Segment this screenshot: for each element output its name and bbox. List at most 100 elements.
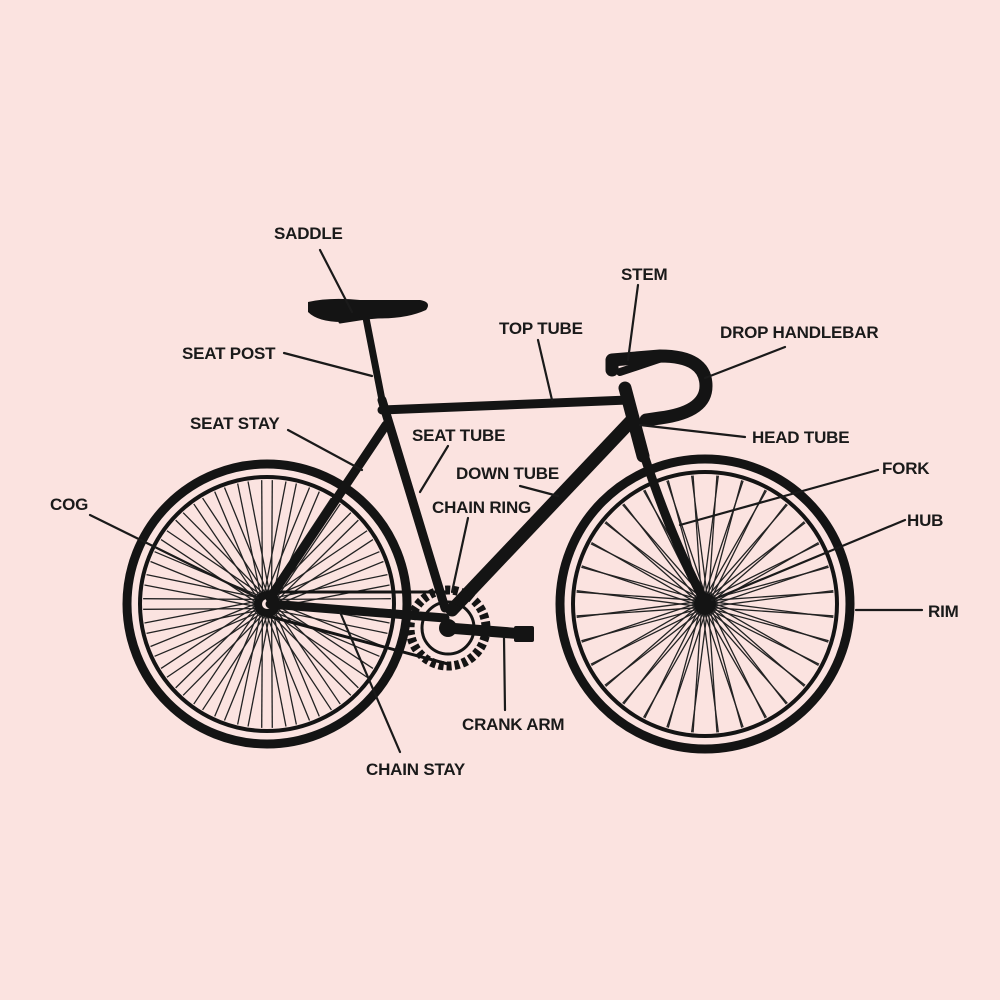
spoke	[261, 615, 264, 728]
label-chain-stay: CHAIN STAY	[366, 760, 466, 779]
label-chain-ring: CHAIN RING	[432, 498, 531, 517]
spoke	[275, 551, 380, 597]
saddle-shape	[308, 298, 428, 322]
leader-crank-arm	[502, 636, 507, 712]
rear-spokes	[143, 480, 391, 728]
spoke	[193, 610, 258, 705]
spoke	[202, 497, 266, 593]
spoke	[666, 480, 706, 595]
spoke	[711, 489, 766, 598]
spoke	[714, 607, 834, 617]
label-seat-stay: SEAT STAY	[190, 414, 280, 433]
spoke	[266, 615, 311, 721]
spoke	[266, 487, 311, 593]
spoke	[273, 483, 297, 595]
spoke	[237, 483, 261, 595]
spoke	[182, 512, 263, 594]
spoke	[270, 615, 273, 728]
spoke	[708, 475, 718, 595]
spoke	[223, 487, 268, 593]
rear-rim	[138, 475, 396, 733]
leader-down-tube	[518, 484, 560, 498]
spoke	[247, 615, 270, 727]
spoke	[166, 613, 261, 678]
seat-post	[362, 314, 386, 404]
leader-chain-stay	[338, 610, 402, 754]
leader-stem	[626, 283, 640, 362]
spoke	[214, 491, 260, 596]
spoke	[144, 601, 256, 624]
front-spokes	[576, 475, 834, 733]
spoke	[146, 610, 258, 634]
spoke	[714, 590, 834, 607]
label-drop-handlebar: DROP HANDLEBAR	[720, 323, 878, 342]
spoke	[704, 613, 744, 728]
leader-saddle	[318, 248, 354, 314]
spoke	[710, 611, 806, 686]
spoke	[274, 612, 320, 717]
rear-wheel	[122, 459, 412, 749]
spoke	[261, 480, 264, 593]
label-hub: HUB	[907, 511, 943, 530]
spoke	[278, 598, 391, 601]
leader-fork	[678, 468, 880, 527]
label-top-tube: TOP TUBE	[499, 319, 583, 338]
spoke	[273, 530, 368, 595]
spoke	[276, 610, 388, 634]
spoke	[175, 519, 257, 600]
crank-arm-shape	[442, 622, 530, 640]
spoke	[604, 522, 700, 597]
spoke	[277, 519, 359, 600]
bicycle	[122, 298, 855, 754]
label-seat-post: SEAT POST	[182, 344, 276, 363]
label-down-tube: DOWN TUBE	[456, 464, 559, 483]
spoke	[144, 584, 256, 607]
label-saddle: SADDLE	[274, 224, 343, 243]
spoke	[237, 613, 261, 725]
spoke	[590, 543, 699, 598]
head-tube	[618, 381, 650, 463]
down-tube	[445, 413, 639, 617]
label-head-tube: HEAD TUBE	[752, 428, 849, 447]
spoke	[713, 608, 829, 642]
fork	[638, 447, 708, 603]
label-crank-arm: CRANK ARM	[462, 715, 564, 734]
spoke	[146, 574, 258, 598]
label-cog: COG	[50, 495, 88, 514]
frame	[265, 298, 713, 623]
spoke	[644, 610, 699, 719]
spoke	[712, 503, 787, 599]
leader-cog	[88, 513, 260, 600]
drop-handlebar	[605, 349, 713, 427]
spoke	[182, 614, 263, 696]
spoke	[667, 612, 701, 728]
spoke	[143, 607, 256, 610]
front-wheel	[555, 454, 855, 754]
seat-stay	[265, 420, 391, 603]
spoke	[223, 615, 268, 721]
spoke	[622, 504, 702, 596]
spoke	[273, 613, 297, 725]
rear-tire	[122, 459, 412, 749]
spoke	[202, 615, 266, 711]
spoke	[605, 607, 697, 687]
spoke	[692, 613, 702, 733]
spoke	[276, 574, 388, 598]
leader-top-tube	[536, 338, 554, 402]
spoke	[623, 609, 698, 705]
label-rim: RIM	[928, 602, 959, 621]
spoke	[706, 613, 767, 718]
spoke	[214, 612, 260, 717]
leader-seat-tube	[418, 444, 450, 494]
chain-stay	[265, 599, 450, 623]
spoke	[247, 481, 270, 593]
spoke	[702, 613, 719, 733]
front-tire	[555, 454, 855, 754]
spoke	[175, 608, 257, 689]
spoke	[268, 615, 332, 711]
seat-tube	[377, 395, 450, 613]
spoke	[576, 601, 696, 618]
top-tube	[377, 395, 633, 415]
